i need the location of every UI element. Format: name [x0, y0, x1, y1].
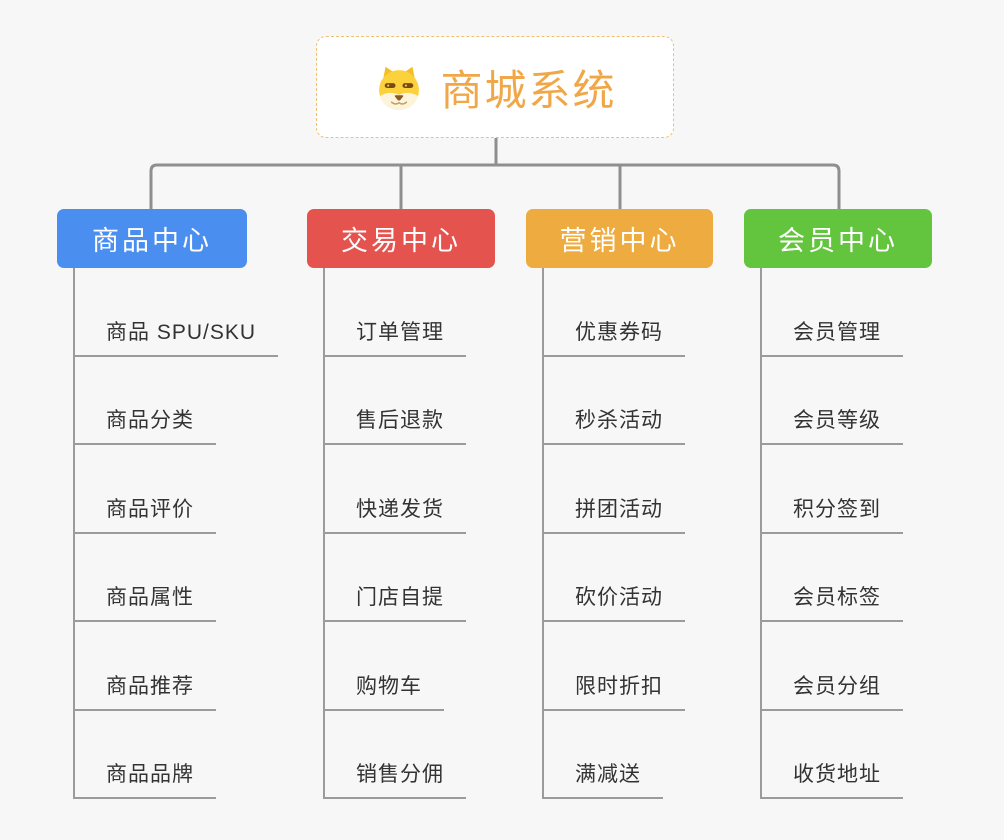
leaf-slot: 销售分佣 [323, 711, 466, 799]
leaf-node[interactable]: 快递发货 [323, 493, 466, 534]
leaf-node[interactable]: 会员分组 [760, 670, 903, 711]
root-node[interactable]: 商城系统 [316, 36, 674, 138]
leaf-slot: 砍价活动 [542, 534, 685, 622]
leaf-slot: 收货地址 [760, 711, 903, 799]
leaf-slot: 限时折扣 [542, 622, 685, 711]
leaf-slot: 优惠券码 [542, 268, 685, 357]
leaf-slot: 购物车 [323, 622, 466, 711]
branch-children-2: 优惠券码秒杀活动拼团活动砍价活动限时折扣满减送 [542, 268, 685, 799]
leaf-node[interactable]: 商品属性 [73, 581, 216, 622]
branch-label: 营销中心 [559, 226, 680, 256]
leaf-slot: 商品评价 [73, 445, 278, 534]
leaf-slot: 商品分类 [73, 357, 278, 445]
leaf-slot: 快递发货 [323, 445, 466, 534]
leaf-node[interactable]: 会员等级 [760, 404, 903, 445]
root-title: 商城系统 [440, 66, 617, 114]
leaf-node[interactable]: 销售分佣 [323, 758, 466, 799]
leaf-slot: 售后退款 [323, 357, 466, 445]
leaf-node[interactable]: 积分签到 [760, 493, 903, 534]
branch-label: 商品中心 [92, 226, 212, 256]
leaf-slot: 积分签到 [760, 445, 903, 534]
leaf-node[interactable]: 门店自提 [323, 581, 466, 622]
branch-node-0[interactable]: 商品中心 [57, 209, 247, 268]
leaf-node[interactable]: 砍价活动 [542, 581, 685, 622]
branch-label: 会员中心 [778, 226, 898, 256]
leaf-slot: 会员分组 [760, 622, 903, 711]
leaf-node[interactable]: 满减送 [542, 758, 663, 799]
leaf-slot: 会员标签 [760, 534, 903, 622]
leaf-slot: 商品推荐 [73, 622, 278, 711]
leaf-node[interactable]: 售后退款 [323, 404, 466, 445]
branch-node-1[interactable]: 交易中心 [307, 209, 495, 268]
leaf-node[interactable]: 拼团活动 [542, 493, 685, 534]
leaf-node[interactable]: 会员标签 [760, 581, 903, 622]
leaf-node[interactable]: 优惠券码 [542, 316, 685, 357]
leaf-slot: 拼团活动 [542, 445, 685, 534]
leaf-slot: 秒杀活动 [542, 357, 685, 445]
leaf-node[interactable]: 商品评价 [73, 493, 216, 534]
leaf-slot: 订单管理 [323, 268, 466, 357]
leaf-node[interactable]: 会员管理 [760, 316, 903, 357]
branch-children-1: 订单管理售后退款快递发货门店自提购物车销售分佣 [323, 268, 466, 799]
branch-children-0: 商品 SPU/SKU 商品分类商品评价商品属性商品推荐商品品牌 [73, 268, 279, 799]
leaf-slot: 会员等级 [760, 357, 903, 445]
leaf-node[interactable]: 订单管理 [323, 316, 466, 357]
leaf-node[interactable]: 商品分类 [73, 404, 216, 445]
leaf-node[interactable]: 收货地址 [760, 758, 903, 799]
leaf-slot: 商品 SPU/SKU [73, 268, 279, 357]
leaf-slot: 商品品牌 [73, 711, 278, 799]
doge-icon [379, 66, 420, 110]
leaf-node[interactable]: 秒杀活动 [542, 404, 685, 445]
leaf-node[interactable]: 限时折扣 [542, 670, 685, 711]
leaf-node[interactable]: 购物车 [323, 670, 444, 711]
branch-label: 交易中心 [341, 226, 461, 256]
branch-children-3: 会员管理会员等级积分签到会员标签会员分组收货地址 [760, 268, 903, 799]
leaf-slot: 门店自提 [323, 534, 466, 622]
branch-node-3[interactable]: 会员中心 [744, 209, 932, 268]
leaf-node[interactable]: 商品推荐 [73, 670, 216, 711]
leaf-node[interactable]: 商品品牌 [73, 758, 216, 799]
leaf-node[interactable]: 商品 SPU/SKU [73, 316, 279, 357]
leaf-slot: 满减送 [542, 711, 685, 799]
branch-node-2[interactable]: 营销中心 [526, 209, 713, 268]
leaf-slot: 会员管理 [760, 268, 903, 357]
leaf-slot: 商品属性 [73, 534, 278, 622]
